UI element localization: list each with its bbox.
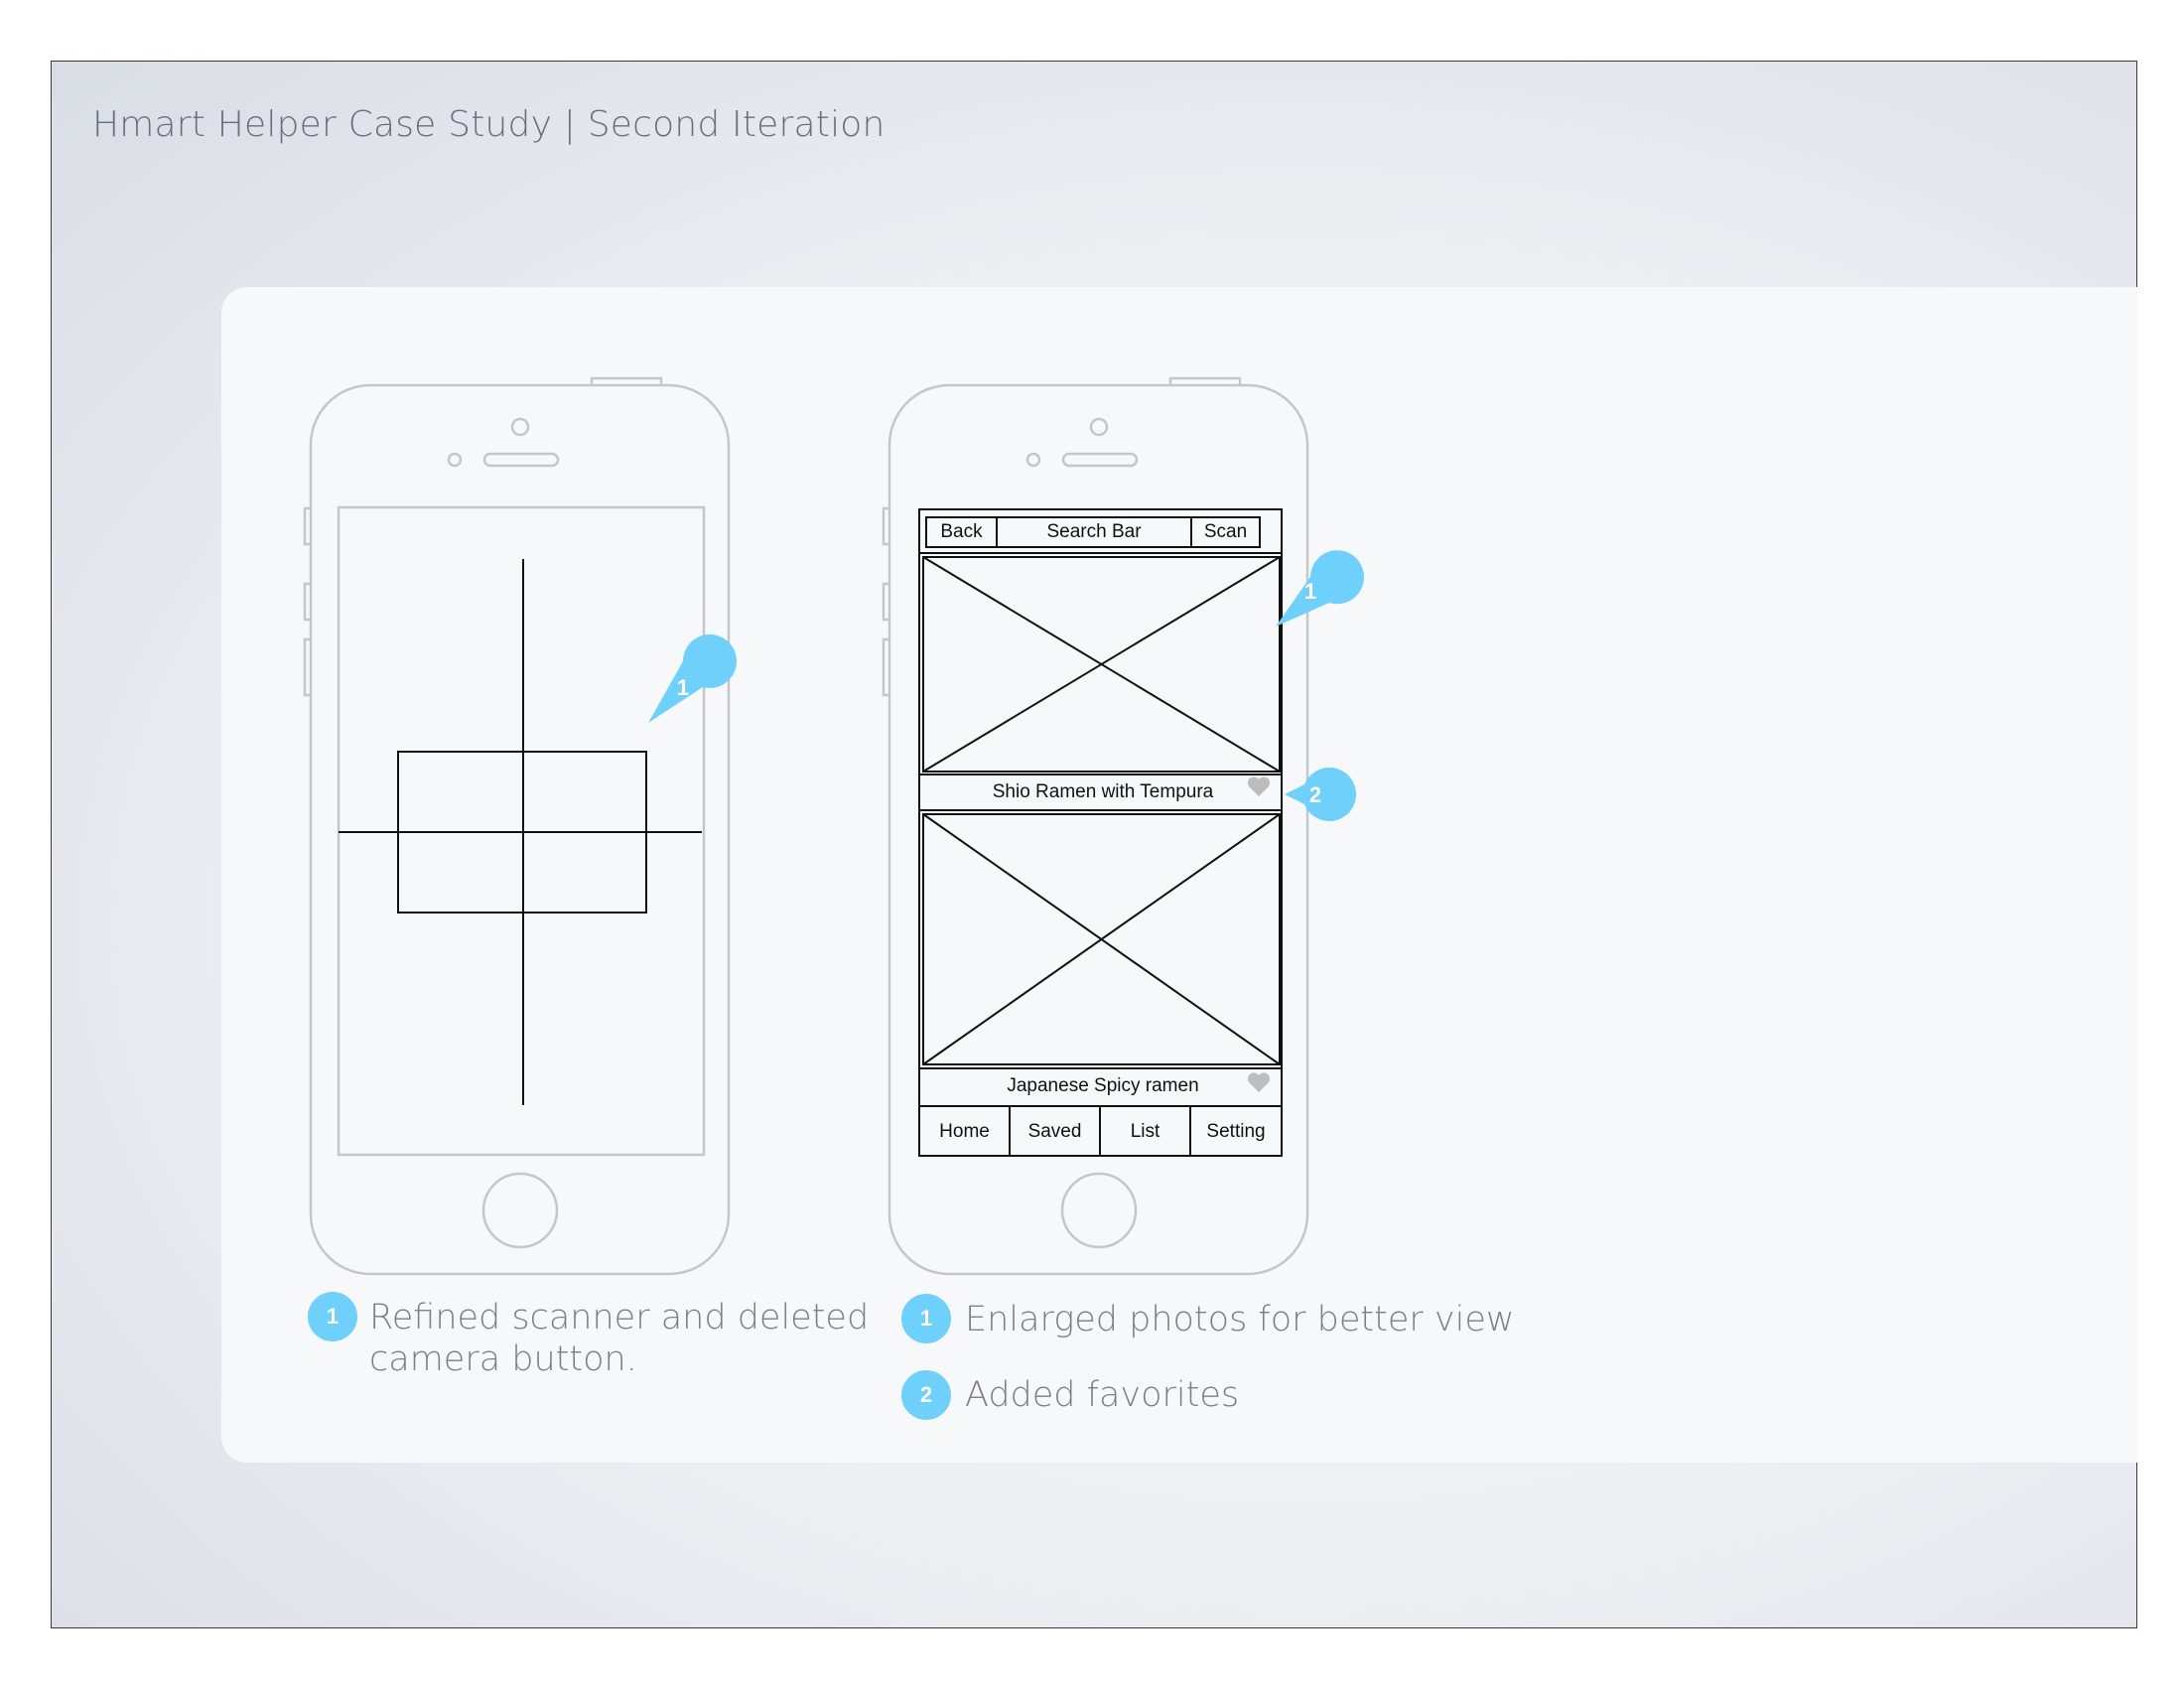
note-text: Added favorites [965, 1375, 1240, 1415]
note-text: Enlarged photos for better view [965, 1300, 1515, 1339]
item-label-1: Shio Ramen with Tempura [992, 781, 1214, 802]
heart-icon [1247, 1072, 1271, 1092]
phone-2 [882, 376, 1309, 1276]
content-panel [221, 287, 2137, 1463]
phone-2-side-buttons [882, 506, 889, 697]
nav-scan-button[interactable]: Scan [1203, 521, 1248, 542]
phone-1-side-buttons [303, 506, 311, 697]
scanner-frame [397, 751, 647, 914]
tab-saved[interactable]: Saved [1027, 1121, 1082, 1142]
phone-1-body [309, 383, 731, 1276]
phone-2-camera [1089, 417, 1109, 437]
scanner-wireframe [339, 559, 702, 1105]
slide-title: Hmart Helper Case Study | Second Iterati… [92, 104, 886, 145]
phone-1 [303, 376, 731, 1276]
photo-placeholder-1 [922, 556, 1281, 773]
phone-2-speaker [1061, 452, 1139, 468]
photo-placeholder-2 [922, 813, 1281, 1065]
tab-home[interactable]: Home [939, 1121, 990, 1142]
phone2-pin-2-number: 2 [1308, 782, 1322, 807]
note-number-badge: 1 [308, 1292, 357, 1341]
phone1-pin-number: 1 [676, 675, 690, 700]
phone-1-camera [510, 417, 530, 437]
app-wireframe [918, 508, 1283, 1157]
tab-list[interactable]: List [1130, 1121, 1160, 1142]
note-text: Refined scanner and deleted camera butto… [369, 1297, 869, 1380]
phone2-pin-1-number: 1 [1303, 579, 1317, 604]
nav-back-button[interactable]: Back [940, 521, 983, 542]
note-number-badge: 2 [901, 1370, 951, 1420]
item-label-2: Japanese Spicy ramen [1007, 1075, 1199, 1096]
phone-2-body [887, 383, 1309, 1276]
phone-1-sensor [447, 452, 463, 468]
phone1-callout-pin-1 [648, 633, 737, 723]
note-line: Refined scanner and deleted [369, 1298, 870, 1337]
note-number-badge: 1 [901, 1294, 951, 1343]
phone2-callout-pin-2 [1285, 768, 1357, 822]
phone-2-sensor [1025, 452, 1041, 468]
heart-icon [1247, 776, 1271, 796]
phone2-callout-pin-1 [1276, 550, 1364, 627]
phone-1-speaker [482, 452, 560, 468]
nav-search-bar[interactable]: Search Bar [1046, 521, 1142, 542]
note-line: camera button. [369, 1339, 637, 1379]
app-screen [918, 508, 1283, 1157]
phone-2-power-button [1168, 376, 1242, 385]
phone-1-home-button [481, 1172, 559, 1249]
phone-2-home-button [1060, 1172, 1138, 1249]
phone-1-power-button [590, 376, 663, 385]
tab-setting[interactable]: Setting [1206, 1121, 1266, 1142]
nav-bar [925, 516, 1261, 548]
